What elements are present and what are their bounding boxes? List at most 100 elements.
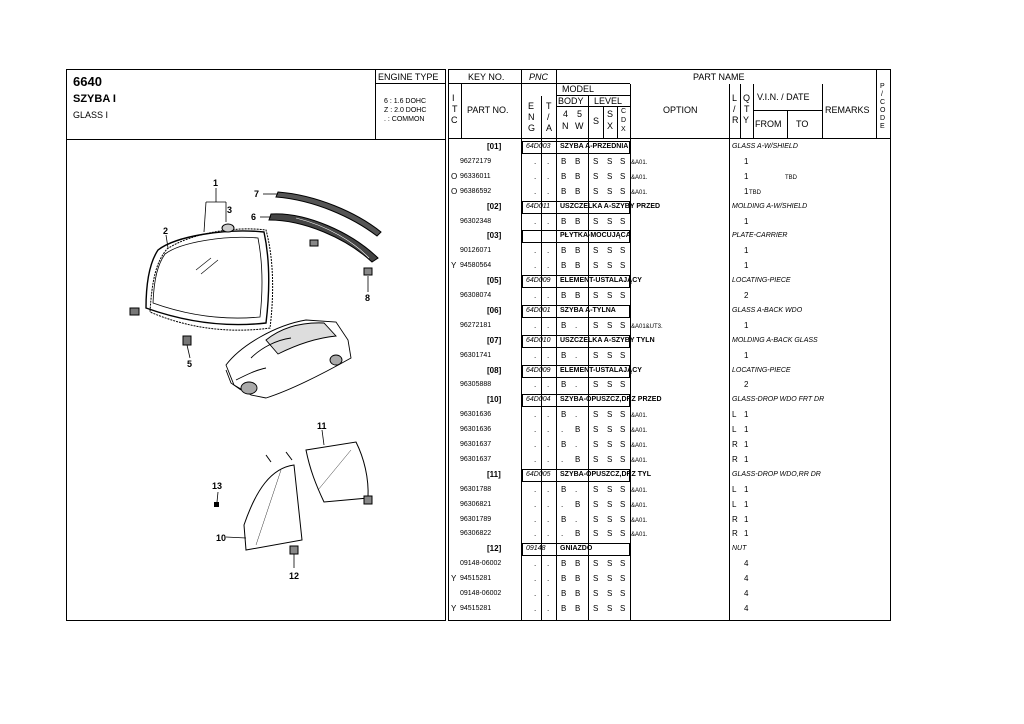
ta-code: . xyxy=(547,380,550,390)
quantity: 4 xyxy=(744,603,749,613)
level-s: S xyxy=(593,559,599,569)
hdr-eng-g: G xyxy=(528,123,536,133)
body-4n: . xyxy=(561,529,564,539)
part-number: 96305888 xyxy=(460,381,492,389)
body-5w: B xyxy=(575,425,581,435)
ta-code: . xyxy=(547,499,550,509)
level-s: S xyxy=(593,216,599,226)
level-cdx: S xyxy=(620,454,626,464)
part-name-en: MOLDING A-BACK GLASS xyxy=(732,336,818,344)
body-4n: B xyxy=(561,574,567,584)
level-s: S xyxy=(593,514,599,524)
hdr-part-name: PART NAME xyxy=(693,72,745,82)
part-name-pl: USZCZELKA A-SZYBY TYLN xyxy=(560,336,655,344)
vin-sub xyxy=(753,110,822,111)
ta-code: . xyxy=(547,589,550,598)
body-4n: B xyxy=(561,156,567,166)
eng-code: . xyxy=(534,246,537,256)
option-code: &A01. xyxy=(631,189,648,196)
callout-13: 13 xyxy=(212,481,223,491)
hdr-qty-q: Q xyxy=(743,93,751,103)
level-s: S xyxy=(593,574,599,584)
rear-glass-7-shape xyxy=(275,191,382,237)
frame-bottom-left xyxy=(66,620,446,621)
part-number: 09148-06002 xyxy=(460,590,502,597)
part-number: 96301636 xyxy=(460,426,492,434)
rear-molding-6-shape xyxy=(268,213,379,263)
level-sx: S xyxy=(607,484,613,494)
body-5w: B xyxy=(575,589,581,598)
hdr-ta-a: A xyxy=(546,123,553,133)
part-name-pl: ELEMENT-USTALAJĄCY xyxy=(560,366,642,374)
hdr-lr-r: R xyxy=(732,115,739,125)
body-5w: B xyxy=(575,291,581,300)
key-no: [08] xyxy=(487,365,502,375)
key-no: [10] xyxy=(487,395,502,405)
body-5w: . xyxy=(575,440,578,449)
hdr-level-sx-x: X xyxy=(607,121,614,131)
lr-code: L xyxy=(732,410,737,420)
body-4n: . xyxy=(561,425,564,435)
col-line-option xyxy=(729,84,730,621)
option-code: &A01. xyxy=(631,413,648,420)
pnc-code: 64D010 xyxy=(526,336,551,344)
eng-code: . xyxy=(534,291,537,300)
pnc-box xyxy=(522,394,630,408)
quantity: 1 xyxy=(744,454,749,464)
callout-1: 1 xyxy=(213,178,219,188)
hdr-body-5: 5 xyxy=(577,109,583,119)
quantity: 1 xyxy=(744,350,749,360)
ta-code: . xyxy=(547,216,550,226)
option-code: &A01. xyxy=(631,487,648,494)
level-cdx: S xyxy=(620,350,626,360)
windshield-molding xyxy=(149,228,274,331)
eng-code: . xyxy=(534,216,537,226)
body-5w: . xyxy=(575,514,578,524)
part-number: 96301636 xyxy=(460,411,492,419)
hdr-level-cdx-d: D xyxy=(621,117,627,124)
col-line-qty xyxy=(753,84,754,139)
eng-code: . xyxy=(534,320,537,330)
body-4n: . xyxy=(561,454,564,464)
ta-code: . xyxy=(547,574,550,584)
parts-diagram xyxy=(129,188,382,568)
pnc-box xyxy=(522,230,630,244)
col-line-ta xyxy=(556,70,557,621)
hdr-from: FROM xyxy=(755,119,782,129)
level-sx: S xyxy=(607,454,613,464)
left-panel-right-border xyxy=(445,69,446,621)
ta-code: . xyxy=(547,291,550,300)
